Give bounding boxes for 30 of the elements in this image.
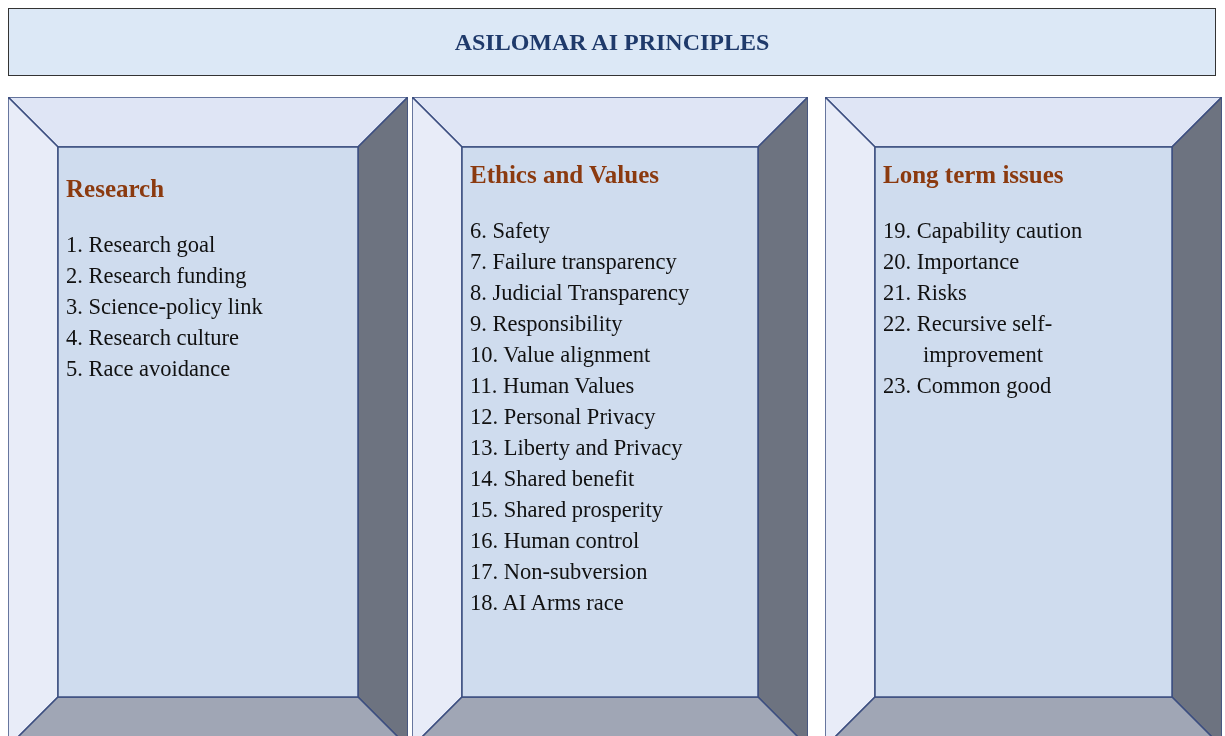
title: ASILOMAR AI PRINCIPLES: [8, 8, 1216, 76]
list-item: 20. Importance: [883, 248, 1021, 276]
bevel-panel: [8, 97, 408, 736]
list-item: 4. Research culture: [66, 324, 241, 352]
list-item: 17. Non-subversion: [470, 558, 649, 586]
list-item: 13. Liberty and Privacy: [470, 434, 684, 462]
bevel-panel: [412, 97, 808, 736]
list-item: 1. Research goal: [66, 231, 217, 259]
list-item: 23. Common good: [883, 372, 1053, 400]
list-item: 12. Personal Privacy: [470, 403, 657, 431]
list-item: 6. Safety: [470, 217, 551, 245]
list-item: 19. Capability caution: [883, 217, 1084, 245]
list-item: 5. Race avoidance: [66, 355, 232, 383]
list-item: 8. Judicial Transparency: [470, 279, 691, 307]
list-item: 2. Research funding: [66, 262, 248, 290]
list-item: 3. Science-policy link: [66, 293, 264, 321]
list-item: 9. Responsibility: [470, 310, 624, 338]
list-item: 15. Shared prosperity: [470, 496, 665, 524]
panel-heading: Long term issues: [883, 161, 1065, 189]
list-item: 10. Value alignment: [470, 341, 652, 369]
list-item: 7. Failure transparency: [470, 248, 678, 276]
panel-heading: Research: [66, 175, 166, 203]
list-item: 21. Risks: [883, 279, 968, 307]
list-item: 22. Recursive self-improvement: [883, 310, 1054, 369]
list-item: 14. Shared benefit: [470, 465, 636, 493]
panel-heading: Ethics and Values: [470, 161, 660, 189]
list-item: 16. Human control: [470, 527, 641, 555]
bevel-panel: [825, 97, 1222, 736]
list-item: 11. Human Values: [470, 372, 636, 400]
list-item: 18. AI Arms race: [470, 589, 625, 617]
